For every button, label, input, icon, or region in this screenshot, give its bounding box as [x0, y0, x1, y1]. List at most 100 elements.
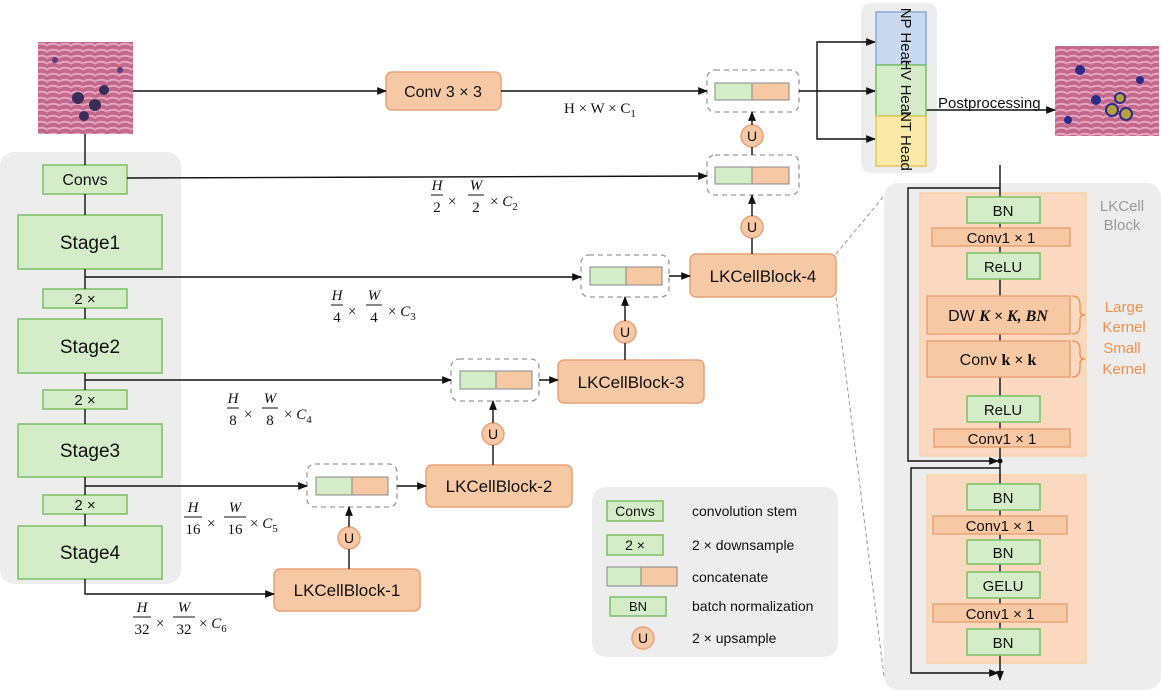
svg-text:Kernel: Kernel — [1102, 319, 1145, 336]
svg-text:8: 8 — [266, 413, 274, 429]
svg-text:W: W — [368, 288, 382, 304]
concat-5 — [306, 463, 398, 508]
svg-text:Small: Small — [1103, 340, 1141, 357]
svg-text:U: U — [620, 324, 630, 340]
svg-text:W: W — [229, 500, 243, 516]
svg-text:Stage1: Stage1 — [60, 233, 120, 254]
svg-text:16: 16 — [186, 522, 202, 538]
svg-text:Conv1 × 1: Conv1 × 1 — [966, 606, 1035, 623]
svg-text:× C6: × C6 — [199, 616, 227, 635]
svg-text:×: × — [244, 407, 252, 423]
svg-text:Kernel: Kernel — [1102, 361, 1145, 378]
svg-text:4: 4 — [333, 310, 341, 326]
dim-c4: H 8 × W 8 × C4 — [227, 391, 313, 429]
upsample-4: U — [740, 215, 764, 239]
svg-text:U: U — [344, 530, 354, 546]
downsample-2: 2 × — [42, 389, 128, 410]
svg-text:W: W — [470, 178, 484, 194]
svg-text:LKCellBlock-2: LKCellBlock-2 — [446, 477, 553, 496]
nt-head: NT Head — [875, 111, 927, 171]
conv3x3-block: Conv 3 × 3 — [385, 71, 502, 111]
svg-text:BN: BN — [993, 545, 1014, 562]
upsample-2: U — [481, 422, 505, 446]
svg-text:U: U — [488, 426, 498, 442]
svg-text:H: H — [136, 600, 149, 616]
concat-4 — [450, 358, 540, 402]
lkcellblock-3: LKCellBlock-3 — [557, 359, 705, 404]
svg-text:Stage2: Stage2 — [60, 337, 120, 358]
concat-3 — [580, 254, 670, 298]
svg-text:× C2: × C2 — [490, 194, 518, 213]
svg-text:×: × — [207, 516, 215, 532]
output-image — [1055, 46, 1159, 136]
svg-text:2 × downsample: 2 × downsample — [692, 537, 795, 553]
svg-text:H: H — [227, 391, 240, 407]
svg-text:H: H — [331, 288, 344, 304]
stage4-block: Stage4 — [17, 525, 163, 580]
svg-text:× C4: × C4 — [284, 407, 312, 426]
upsample-5: U — [740, 124, 764, 148]
svg-text:2 ×: 2 × — [74, 291, 95, 308]
svg-text:concatenate: concatenate — [692, 569, 768, 585]
svg-text:2 × upsample: 2 × upsample — [692, 630, 777, 646]
svg-text:GELU: GELU — [983, 578, 1024, 595]
svg-text:LKCellBlock-1: LKCellBlock-1 — [294, 581, 401, 600]
svg-text:Conv1 × 1: Conv1 × 1 — [968, 431, 1037, 448]
svg-text:Large: Large — [1105, 299, 1143, 316]
encoder-stem: Convs — [42, 164, 128, 195]
svg-text:W: W — [264, 391, 278, 407]
hv-head: HV Head — [875, 60, 927, 121]
postprocessing-label: Postprocessing — [938, 95, 1041, 112]
svg-text:16: 16 — [228, 522, 244, 538]
stage2-block: Stage2 — [17, 318, 163, 374]
svg-text:Block: Block — [1104, 217, 1141, 234]
svg-text:Conv k × k: Conv k × k — [960, 352, 1037, 369]
svg-text:convolution stem: convolution stem — [692, 503, 797, 519]
svg-text:U: U — [638, 630, 648, 646]
svg-text:2 ×: 2 × — [625, 537, 645, 553]
np-head: NP Head — [875, 8, 927, 68]
svg-text:LKCellBlock-3: LKCellBlock-3 — [578, 373, 685, 392]
lkcellblock-1: LKCellBlock-1 — [273, 568, 421, 612]
svg-text:BN: BN — [993, 203, 1014, 220]
svg-text:ReLU: ReLU — [984, 402, 1022, 419]
svg-text:BN: BN — [629, 599, 647, 614]
svg-text:Stage4: Stage4 — [60, 543, 121, 564]
lkcellblock-4: LKCellBlock-4 — [689, 253, 837, 298]
svg-text:U: U — [747, 128, 757, 144]
input-image — [38, 42, 133, 134]
svg-text:W: W — [178, 600, 192, 616]
svg-text:Conv1 × 1: Conv1 × 1 — [966, 518, 1035, 535]
svg-text:H: H — [187, 500, 200, 516]
svg-text:Conv1 × 1: Conv1 × 1 — [967, 230, 1036, 247]
dim-c6: H 32 × W 32 × C6 — [133, 600, 227, 638]
concat-2 — [706, 154, 800, 196]
svg-text:H: H — [431, 178, 444, 194]
lkcell-detail: LKCell Block BN Conv1 × 1 ReLU DW K × K,… — [907, 165, 1146, 681]
svg-text:2: 2 — [433, 200, 441, 216]
svg-text:8: 8 — [229, 413, 237, 429]
svg-text:2 ×: 2 × — [74, 392, 95, 409]
svg-text:U: U — [747, 219, 757, 235]
svg-text:2: 2 — [472, 200, 480, 216]
svg-text:DW K × K, BN: DW K × K, BN — [948, 308, 1049, 325]
svg-text:H × W × C1: H × W × C1 — [564, 101, 636, 120]
svg-text:NT Head: NT Head — [897, 111, 914, 171]
svg-text:HV Head: HV Head — [897, 60, 914, 121]
dim-c3: H 4 × W 4 × C3 — [331, 288, 417, 326]
dim-c5: H 16 × W 16 × C5 — [184, 500, 278, 538]
svg-text:2 ×: 2 × — [74, 497, 95, 514]
svg-text:×: × — [156, 616, 164, 632]
svg-text:ReLU: ReLU — [984, 259, 1022, 276]
svg-text:× C3: × C3 — [388, 304, 416, 323]
svg-text:Stage3: Stage3 — [60, 441, 120, 462]
svg-text:BN: BN — [993, 490, 1014, 507]
downsample-3: 2 × — [42, 494, 128, 515]
svg-text:LKCell: LKCell — [1100, 198, 1144, 215]
svg-text:LKCellBlock-4: LKCellBlock-4 — [710, 267, 817, 286]
svg-text:4: 4 — [370, 310, 378, 326]
lkcellblock-2: LKCellBlock-2 — [425, 464, 573, 508]
svg-text:×: × — [348, 304, 356, 320]
